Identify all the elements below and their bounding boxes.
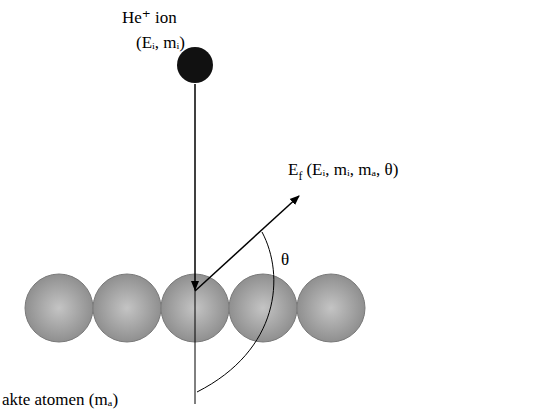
energy-symbol: E xyxy=(288,160,298,179)
energy-dependence: (Eᵢ, mᵢ, mₐ, θ) xyxy=(306,160,398,179)
angle-arc xyxy=(197,232,274,392)
incident-arrow xyxy=(194,84,196,290)
reference-line xyxy=(195,290,196,404)
energy-subscript: f xyxy=(298,169,302,183)
angle-label: θ xyxy=(281,250,289,270)
atoms-label: akte atomen (mₐ) xyxy=(2,390,118,410)
final-energy-label: Ef (Eᵢ, mᵢ, mₐ, θ) xyxy=(288,160,398,181)
ion-label: He⁺ ion xyxy=(122,8,177,28)
ion-ball xyxy=(177,47,213,83)
scattered-arrow xyxy=(195,196,299,291)
ion-parameters: (Eᵢ, mᵢ) xyxy=(136,33,185,53)
